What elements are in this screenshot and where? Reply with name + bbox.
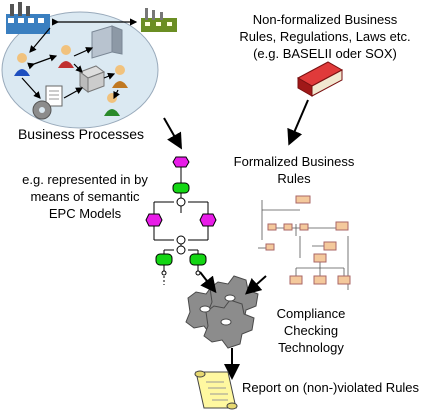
nonformalized-line2: Rules, Regulations, Laws etc.	[239, 29, 411, 44]
building-icon	[91, 25, 123, 59]
epc-line3: EPC Models	[48, 206, 122, 221]
document-icon	[45, 85, 63, 107]
business-processes-label: Business Processes	[17, 126, 145, 142]
epc-function	[172, 182, 190, 194]
formalized-line1: Formalized Business	[233, 154, 355, 169]
gear-icon	[185, 275, 259, 349]
person-icon	[104, 93, 120, 116]
epc-line1: e.g. represented in by	[22, 172, 148, 187]
epc-connector	[176, 245, 186, 255]
server-icon	[78, 65, 106, 93]
scroll-icon	[194, 370, 238, 410]
epc-event	[199, 213, 217, 227]
person-icon	[14, 53, 30, 76]
epc-line2: means of semantic	[30, 189, 140, 204]
epc-connector	[176, 235, 186, 245]
formalized-line2: Rules	[277, 171, 311, 186]
epc-event	[145, 213, 163, 227]
gear-icon	[32, 100, 52, 120]
epc-function	[155, 253, 173, 266]
epc-function	[189, 253, 207, 266]
compliance-line1: Compliance	[276, 306, 346, 321]
person-icon	[112, 65, 128, 88]
epc-model	[145, 156, 217, 285]
epc-connector	[176, 197, 186, 207]
report-label: Report on (non-)violated Rules	[242, 380, 420, 395]
nonformalized-line3: (e.g. BASELII oder SOX)	[253, 46, 397, 61]
compliance-line3: Technology	[278, 340, 344, 355]
epc-event	[172, 156, 190, 168]
person-icon	[58, 45, 74, 68]
factory-icon	[141, 8, 177, 32]
rule-tree	[258, 195, 351, 290]
factory-icon	[6, 2, 50, 34]
book-icon	[296, 61, 344, 97]
nonformalized-line1: Non-formalized Business	[252, 12, 398, 27]
compliance-line2: Checking	[283, 323, 339, 338]
